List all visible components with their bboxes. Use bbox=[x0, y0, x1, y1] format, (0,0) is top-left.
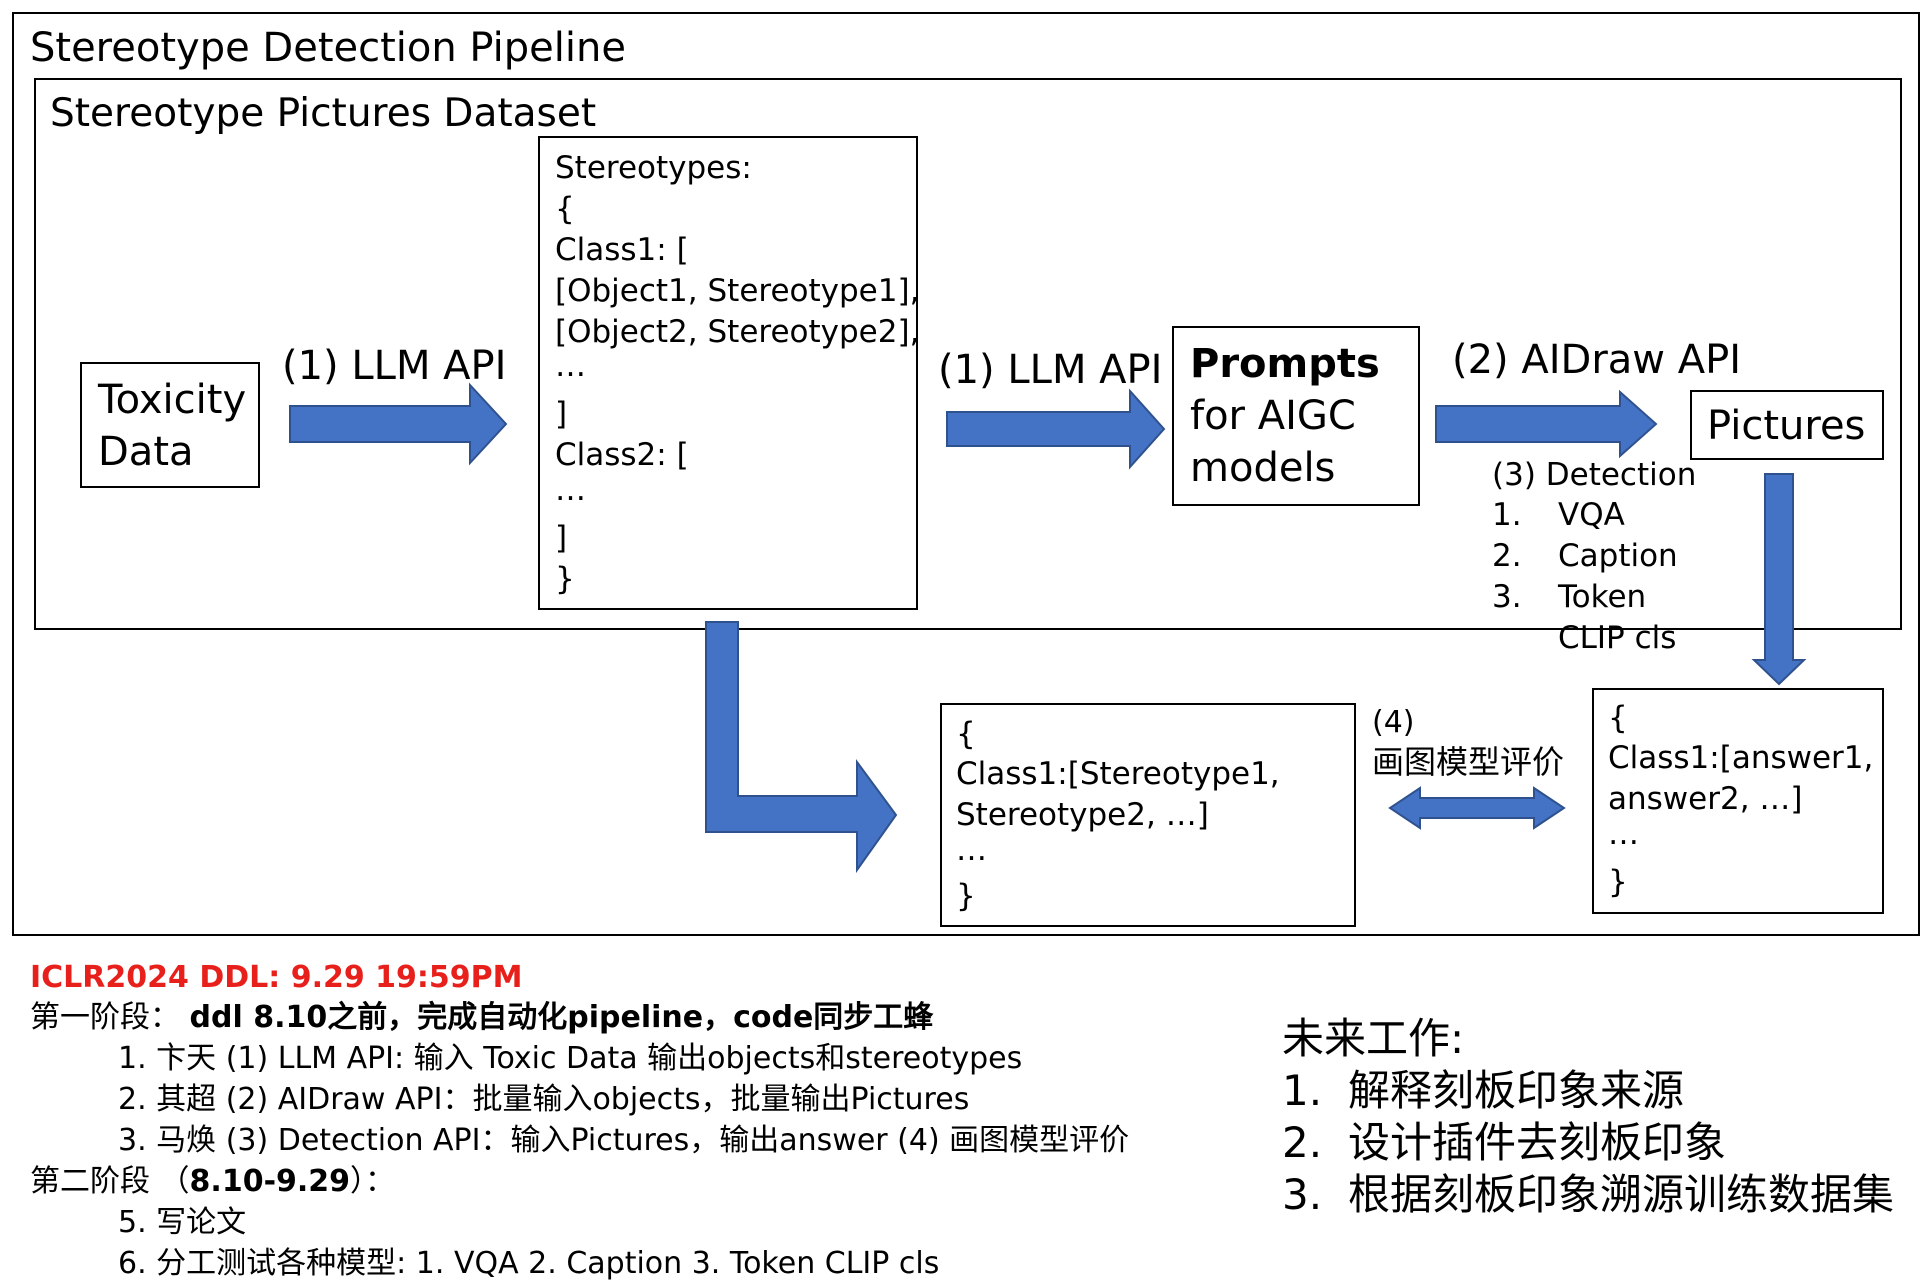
stereotypes-line: ] bbox=[555, 396, 568, 432]
result-line: Class1:[Stereotype1, bbox=[956, 756, 1280, 792]
detection-item-caption: Caption bbox=[1558, 538, 1678, 574]
result-box bbox=[940, 703, 1356, 927]
arrow-llm-1 bbox=[289, 382, 508, 466]
stereotypes-line: { bbox=[555, 191, 575, 227]
future-num: 1. bbox=[1282, 1066, 1323, 1115]
stereotypes-line: } bbox=[555, 561, 575, 597]
result-line: } bbox=[956, 878, 976, 914]
stereotypes-line: … bbox=[555, 348, 586, 384]
arrow-elbow bbox=[705, 621, 898, 874]
arrow-pictures-down bbox=[1751, 473, 1807, 686]
llm-api-label-2: (1) LLM API bbox=[938, 347, 1163, 393]
stereotypes-box bbox=[538, 136, 918, 610]
prompts-box bbox=[1172, 326, 1420, 506]
phase2-line: 第二阶段 （8.10-9.29）： bbox=[30, 1167, 395, 1197]
pipeline-frame bbox=[12, 12, 1920, 936]
result-line: … bbox=[956, 832, 987, 868]
future-item: 设计插件去刻板印象 bbox=[1348, 1118, 1727, 1167]
stereotypes-line: Class2: [ bbox=[555, 437, 689, 473]
detection-num: 2. bbox=[1492, 538, 1522, 574]
pictures-label: Pictures bbox=[1707, 403, 1866, 449]
phase1-item: 1. 卞天 (1) LLM API: 输入 Toxic Data 输出objec… bbox=[118, 1041, 1023, 1076]
result-line: { bbox=[956, 716, 976, 752]
deadline-text: ICLR2024 DDL: 9.29 19:59PM bbox=[30, 960, 523, 995]
result-line: Stereotype2, …] bbox=[956, 797, 1209, 833]
phase1-label: 第一阶段： bbox=[30, 1000, 180, 1035]
prompts-line-2: models bbox=[1190, 445, 1336, 491]
toxicity-line-2: Data bbox=[98, 429, 194, 475]
eval-label: 画图模型评价 bbox=[1372, 743, 1565, 781]
phase2-item: 6. 分工测试各种模型: 1. VQA 2. Caption 3. Token … bbox=[118, 1246, 940, 1281]
prompts-line-1: for AIGC bbox=[1190, 393, 1356, 439]
detection-item-token: Token bbox=[1558, 579, 1647, 615]
arrow-llm-2 bbox=[946, 388, 1166, 470]
llm-api-label-1: (1) LLM API bbox=[282, 343, 507, 389]
toxicity-data-box bbox=[80, 362, 260, 488]
future-item: 解释刻板印象来源 bbox=[1348, 1066, 1685, 1115]
prompts-bold: Prompts bbox=[1190, 341, 1380, 387]
answer-line: { bbox=[1608, 700, 1628, 736]
future-num: 3. bbox=[1282, 1170, 1323, 1219]
answer-line: answer2, …] bbox=[1608, 781, 1803, 817]
detection-num: 1. bbox=[1492, 497, 1522, 533]
dataset-title: Stereotype Pictures Dataset bbox=[50, 91, 597, 136]
stereotypes-line: [Object2, Stereotype2], bbox=[555, 314, 920, 350]
detection-num: 3. bbox=[1492, 579, 1522, 615]
answer-line: Class1:[answer1, bbox=[1608, 740, 1874, 776]
pictures-box bbox=[1690, 390, 1884, 460]
answer-line: … bbox=[1608, 816, 1639, 852]
future-num: 2. bbox=[1282, 1118, 1323, 1167]
phase2-suffix: ）： bbox=[350, 1164, 396, 1199]
phase1-item: 3. 马焕 (3) Detection API：输入Pictures，输出ans… bbox=[118, 1123, 1130, 1158]
stereotypes-line: Stereotypes: bbox=[555, 150, 752, 186]
future-work-title: 未来工作: bbox=[1282, 1014, 1465, 1063]
arrow-eval-double bbox=[1388, 786, 1566, 830]
future-item: 根据刻板印象溯源训练数据集 bbox=[1348, 1170, 1895, 1219]
arrow-aidraw bbox=[1435, 389, 1658, 459]
phase2-label: 第二阶段 （ bbox=[30, 1164, 190, 1199]
detection-item-clip: CLIP cls bbox=[1558, 620, 1677, 656]
stereotypes-line: … bbox=[555, 472, 586, 508]
pipeline-title: Stereotype Detection Pipeline bbox=[30, 25, 626, 71]
answer-box bbox=[1592, 688, 1884, 914]
stereotypes-line: [Object1, Stereotype1], bbox=[555, 273, 920, 309]
aidraw-api-label: (2) AIDraw API bbox=[1452, 337, 1742, 383]
phase1-line: 第一阶段： ddl 8.10之前，完成自动化pipeline，code同步工蜂 bbox=[30, 1003, 933, 1033]
stereotypes-line: ] bbox=[555, 520, 568, 556]
detection-title: (3) Detection bbox=[1492, 457, 1697, 493]
detection-item-vqa: VQA bbox=[1558, 497, 1625, 533]
dataset-frame bbox=[34, 78, 1902, 630]
toxicity-line-1: Toxicity bbox=[98, 377, 247, 423]
phase2-item: 5. 写论文 bbox=[118, 1205, 247, 1240]
phase1-bold: ddl 8.10之前，完成自动化pipeline，code同步工蜂 bbox=[189, 1000, 934, 1035]
phase2-bold: 8.10-9.29 bbox=[189, 1164, 351, 1199]
phase1-item: 2. 其超 (2) AIDraw API：批量输入objects，批量输出Pic… bbox=[118, 1082, 970, 1117]
stereotypes-line: Class1: [ bbox=[555, 232, 689, 268]
answer-line: } bbox=[1608, 864, 1628, 900]
eval-num: (4) bbox=[1372, 705, 1415, 740]
